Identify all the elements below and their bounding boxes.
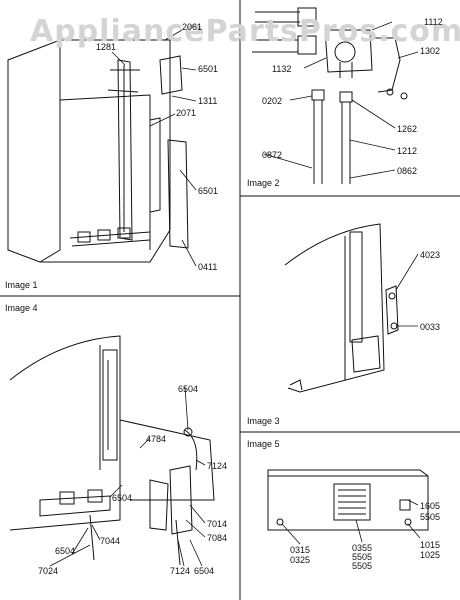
part-label: 6504	[178, 384, 199, 394]
panel-title-image3: Image 3	[247, 416, 280, 426]
part-label: 1112	[424, 17, 443, 27]
part-label: 5505	[420, 512, 441, 522]
image3-cabinet-drawing	[284, 223, 399, 393]
part-label: 0325	[290, 555, 311, 565]
part-label: 7014	[207, 519, 228, 529]
part-label: 6504	[55, 546, 76, 556]
part-label: 0355	[352, 543, 373, 553]
part-label: 0202	[262, 96, 283, 106]
part-label: 6504	[112, 493, 133, 503]
image1-cabinet-drawing	[7, 39, 189, 263]
part-label: 1281	[96, 42, 117, 52]
watermark-logo-text: AppliancePartsPros.com	[30, 14, 460, 49]
part-label: 5505	[352, 561, 373, 571]
image5-panel-drawing	[267, 469, 429, 531]
part-label: 2071	[176, 108, 197, 118]
part-label: 1015	[420, 540, 441, 550]
part-label: 7084	[207, 533, 228, 543]
image4-cabinet-drawing	[9, 335, 215, 566]
part-label: 4784	[146, 434, 167, 444]
panel-title-image2: Image 2	[247, 178, 280, 188]
part-label: 2061	[182, 22, 203, 32]
part-label: 1311	[198, 96, 218, 106]
part-label: 0315	[290, 545, 311, 555]
part-label: 0862	[397, 166, 418, 176]
part-label: 4023	[420, 250, 441, 260]
part-label: 1025	[420, 550, 441, 560]
part-label: 6501	[198, 186, 219, 196]
part-label: 7124	[207, 461, 228, 471]
part-label: 6504	[194, 566, 215, 576]
part-label: 7024	[38, 566, 59, 576]
part-label: 0411	[198, 262, 218, 272]
part-label: 1212	[397, 146, 418, 156]
part-label: 1132	[272, 64, 292, 74]
part-label: 7044	[100, 536, 121, 546]
panel-title-image1: Image 1	[5, 280, 38, 290]
part-label: 7124	[170, 566, 191, 576]
part-label: 1262	[397, 124, 418, 134]
part-label: 0033	[420, 322, 441, 332]
image2-valve-drawing	[252, 7, 408, 184]
part-label: 1605	[420, 501, 441, 511]
part-label: 5505	[352, 552, 373, 562]
part-label: 1302	[420, 46, 441, 56]
panel-title-image4: Image 4	[5, 303, 38, 313]
part-label: 0872	[262, 150, 283, 160]
panel-title-image5: Image 5	[247, 439, 280, 449]
part-label: 6501	[198, 64, 219, 74]
leader-lines	[49, 21, 421, 567]
